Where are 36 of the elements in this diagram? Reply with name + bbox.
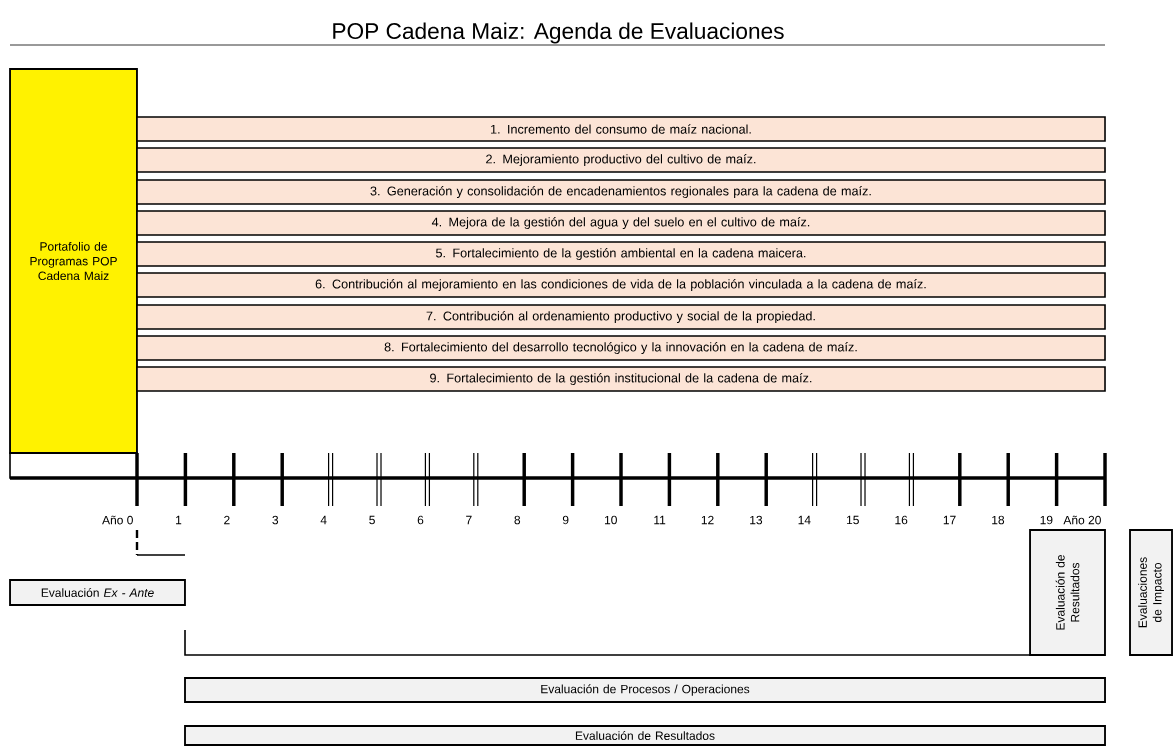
tick-label: Año 0 — [102, 515, 133, 525]
tick-label: 17 — [943, 515, 956, 525]
tick-label: 14 — [798, 515, 811, 525]
tick-label: 5 — [369, 515, 375, 525]
tick-label: 18 — [992, 515, 1005, 525]
evaluation-box: Evaluación Ex - Ante — [9, 579, 186, 606]
program-bar: 9. Fortalecimiento de la gestión institucional de la cadena de maíz. — [136, 366, 1106, 392]
portfolio-box: Portafolio de Programas POP Cadena Maiz — [9, 68, 138, 454]
tick-label: 6 — [417, 515, 424, 525]
program-bar: 7. Contribución al ordenamiento productivo y social de la propiedad. — [136, 304, 1106, 330]
tick-label: 8 — [514, 515, 521, 525]
evaluation-box: Evaluaciones de Impacto — [1129, 529, 1173, 656]
tick-label: 12 — [701, 515, 714, 525]
tick-label: 10 — [605, 515, 617, 525]
tick-label: 7 — [466, 515, 472, 525]
evaluation-box: Evaluación de Resultados — [1029, 529, 1106, 656]
tick-label: 16 — [895, 515, 908, 525]
tick-label: 13 — [750, 515, 763, 525]
tick-label: 2 — [224, 515, 230, 525]
program-bar: 8. Fortalecimiento del desarrollo tecnológico y la innovación en la cadena de maíz. — [136, 335, 1106, 361]
program-bar: 2. Mejoramiento productivo del cultivo de maíz. — [136, 147, 1106, 173]
tick-label: 11 — [654, 515, 666, 525]
tick-label: 3 — [272, 515, 279, 525]
evaluation-box: Evaluación de Procesos / Operaciones — [184, 677, 1106, 703]
evaluation-box: Evaluación de Resultados — [184, 725, 1106, 746]
program-bar: 1. Incremento del consumo de maíz nacional. — [136, 116, 1106, 142]
program-bar: 4. Mejora de la gestión del agua y del suelo en el cultivo de maíz. — [136, 210, 1106, 236]
program-bar: 3. Generación y consolidación de encadenamientos regionales para la cadena de maíz. — [136, 179, 1106, 205]
tick-label: 1 — [176, 515, 182, 525]
program-bar: 6. Contribución al mejoramiento en las condiciones de vida de la población vinculada a la cadena de maíz. — [136, 272, 1106, 298]
tick-label: 4 — [320, 515, 327, 525]
title: POP Cadena Maiz: Agenda de Evaluaciones — [333, 22, 784, 44]
program-bar: 5. Fortalecimiento de la gestión ambiental en la cadena maicera. — [136, 241, 1106, 267]
tick-label: 9 — [562, 515, 569, 525]
tick-label: Año 20 — [1063, 515, 1101, 525]
tick-label: 15 — [847, 515, 859, 525]
